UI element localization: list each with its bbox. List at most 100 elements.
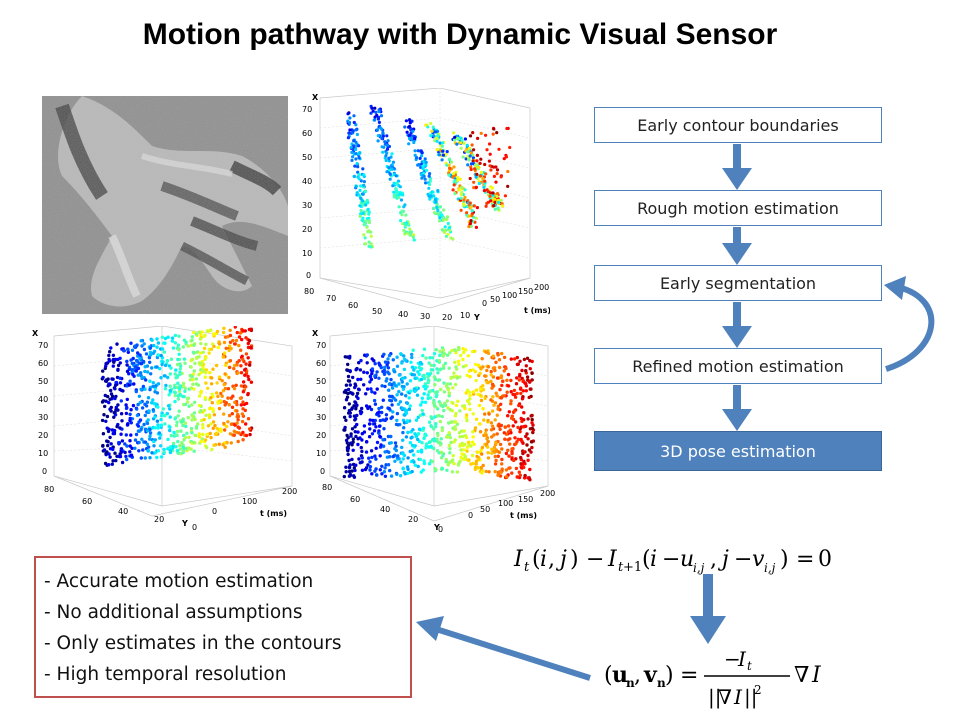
scatter-point <box>448 447 452 451</box>
scatter-point <box>199 341 203 346</box>
scatter-point <box>368 374 373 378</box>
scatter-point <box>440 466 444 471</box>
scatter-point <box>141 359 146 364</box>
scatter-point <box>219 391 223 396</box>
scatter-point <box>490 382 495 386</box>
scatter-point <box>168 428 172 433</box>
scatter-point <box>500 204 504 208</box>
scatter-point <box>483 179 487 183</box>
tick-y-1: 70 <box>326 294 336 303</box>
scatter-point <box>528 367 532 371</box>
scatter-point <box>232 433 236 437</box>
scatter-point <box>128 439 132 443</box>
scatter-point <box>133 446 137 450</box>
scatter-point <box>428 177 433 181</box>
scatter-point <box>424 446 428 450</box>
scatter-point <box>495 131 499 135</box>
scatter-point <box>496 472 500 476</box>
scatter-point <box>346 387 351 392</box>
scatter-point <box>383 466 387 470</box>
scatter-point <box>493 469 497 474</box>
svg-text:(: ( <box>532 547 541 572</box>
scatter-point <box>359 209 363 213</box>
scatter-point <box>125 397 129 402</box>
scatter-point <box>491 132 495 136</box>
scatter-point <box>379 126 383 130</box>
scatter-point <box>224 363 228 367</box>
scatter-point <box>446 221 450 226</box>
scatter-point <box>189 365 193 369</box>
scatter-point <box>137 394 142 398</box>
scatter-point <box>189 386 193 390</box>
tick-y-3: 20 <box>154 515 164 524</box>
scatter-point <box>156 353 160 357</box>
scatter-point <box>410 365 415 369</box>
scatter-point <box>447 366 451 370</box>
scatter-point <box>187 404 191 408</box>
scatter-point <box>183 435 188 440</box>
scatter-point <box>128 416 132 421</box>
axis-label-x: X <box>32 329 39 338</box>
scatter-point <box>465 449 469 453</box>
scatter-point <box>441 141 445 145</box>
scatter-point <box>405 130 409 134</box>
scatter-point <box>483 374 487 378</box>
axis-label-t: t (ms) <box>524 306 550 315</box>
scatter-point <box>508 145 512 150</box>
scatter-point <box>388 172 392 176</box>
scatter-point <box>530 378 534 382</box>
scatter-point <box>356 430 360 434</box>
scatter-point <box>146 448 150 453</box>
scatter-point <box>485 368 489 373</box>
scatter-point <box>474 216 478 220</box>
scatter-point <box>397 205 401 209</box>
scatter-point <box>365 198 369 202</box>
scatter-point <box>353 400 357 404</box>
scatter-point <box>443 403 448 407</box>
scatter-point <box>404 359 408 363</box>
scatter-point <box>465 418 469 423</box>
scatter-point <box>117 454 122 459</box>
scatter-point <box>139 456 143 460</box>
scatter-point <box>370 371 374 376</box>
scatter-point <box>210 376 214 380</box>
scatter-point <box>454 411 458 416</box>
scatter-point <box>483 162 487 167</box>
scatter-point <box>197 394 202 398</box>
scatter-point <box>429 194 433 198</box>
scatter-point <box>159 423 164 427</box>
scatter-point <box>462 448 466 452</box>
scatter-point <box>469 224 473 228</box>
svg-text:i,j: i,j <box>764 561 776 575</box>
scatter-point <box>175 448 180 453</box>
scatter-point <box>462 350 466 355</box>
scatter-point <box>223 372 227 376</box>
scatter-point <box>410 372 414 377</box>
scatter-point <box>233 326 237 329</box>
tick-y-5: 30 <box>420 312 430 321</box>
scatter-point <box>449 160 454 164</box>
scatter-point <box>530 413 534 418</box>
scatter-point <box>490 409 495 413</box>
scatter-point <box>173 386 177 390</box>
scatter-point <box>486 451 490 455</box>
scatter-point <box>394 187 398 191</box>
tick-t-2: 100 <box>498 499 513 508</box>
scatter-point <box>510 450 514 454</box>
scatter-point <box>168 388 172 393</box>
tick-y-2: 60 <box>348 301 358 310</box>
scatter-point <box>236 439 240 444</box>
scatter-point <box>515 391 519 396</box>
scatter-point <box>518 473 522 477</box>
scatter-point <box>153 438 157 442</box>
scatter-point <box>101 443 105 448</box>
scatter-point <box>204 381 208 385</box>
scatter-point <box>209 328 213 332</box>
scatter-point <box>480 445 485 450</box>
scatter-point <box>112 415 116 419</box>
scatter-point <box>198 351 202 355</box>
scatter-point <box>477 403 482 408</box>
scatter-point <box>155 365 159 369</box>
scatter-point <box>122 349 126 353</box>
scatter-point <box>496 454 500 458</box>
